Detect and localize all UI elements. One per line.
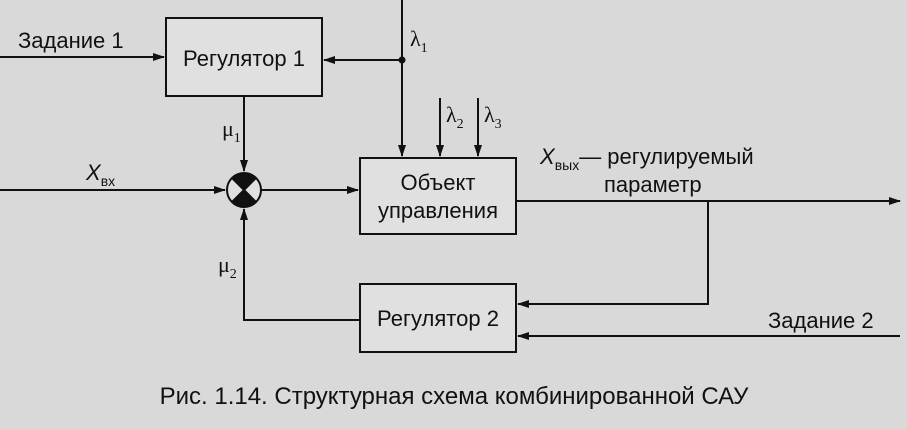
lambda-1-label: λ1 (410, 26, 428, 56)
task-2-label: Задание 2 (768, 308, 874, 333)
control-object-label-2: управления (378, 198, 498, 223)
feedback-arrow (517, 201, 709, 308)
control-object-block (359, 157, 517, 235)
mu-1-label: μ1 (222, 116, 241, 146)
x-out-label: Xвых— регулируемый (539, 144, 754, 173)
lambda-3-label: λ3 (484, 102, 502, 132)
x-in-label: Xвх (85, 160, 115, 189)
task-1-label: Задание 1 (18, 28, 124, 53)
mu-2-arrow (240, 208, 360, 321)
mu-2-label: μ2 (218, 252, 237, 282)
output-desc-line-2: параметр (604, 172, 702, 197)
regulator-2-label: Регулятор 2 (377, 306, 499, 331)
control-object-label-1: Объект (401, 170, 476, 195)
summing-junction (226, 172, 262, 208)
figure-caption: Рис. 1.14. Структурная схема комбинирова… (160, 383, 750, 410)
regulator-1-label: Регулятор 1 (183, 46, 305, 71)
regulator-1-block (165, 17, 323, 97)
regulator-2-block (359, 283, 517, 353)
lambda-2-label: λ2 (446, 102, 464, 132)
